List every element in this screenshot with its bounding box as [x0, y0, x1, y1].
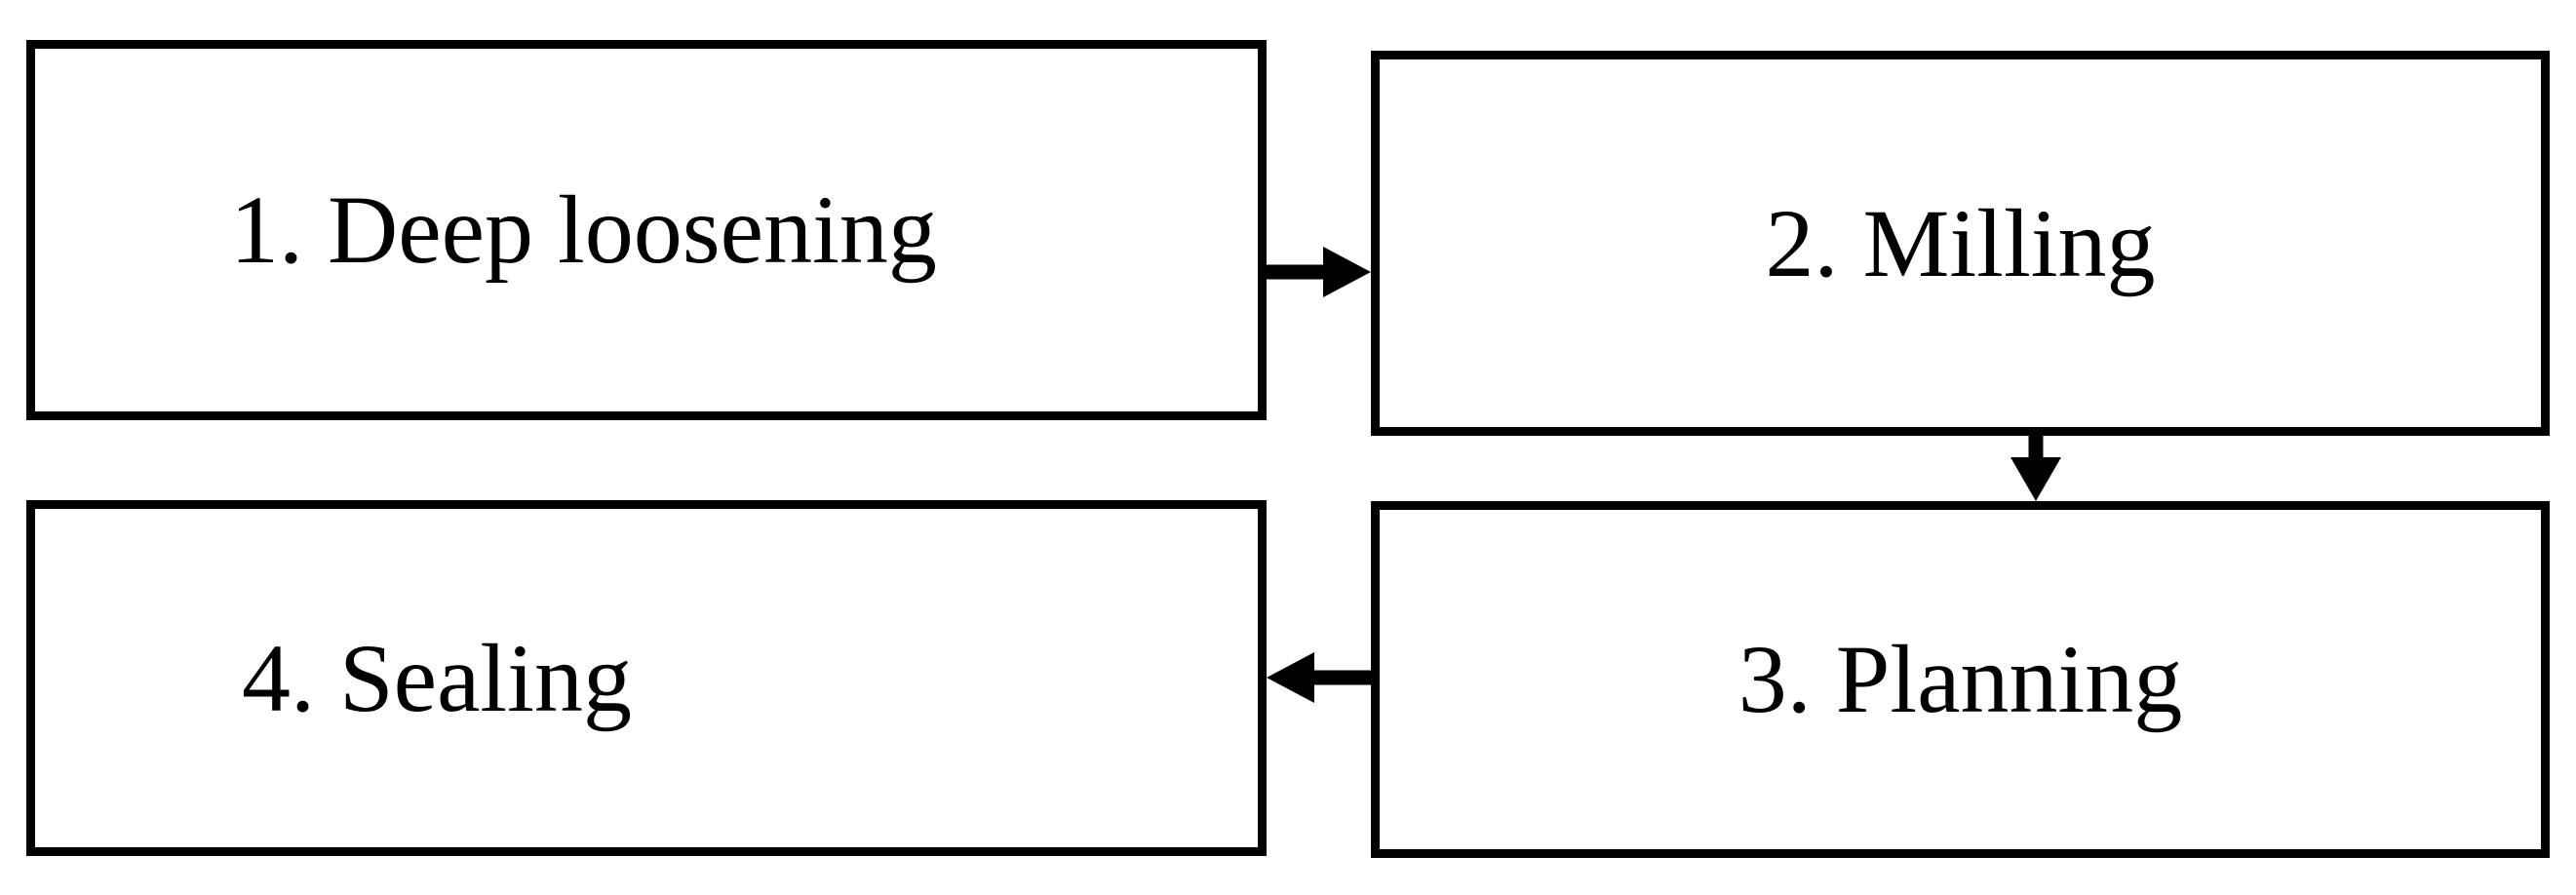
- node-milling-label: 2. Milling: [1765, 188, 2156, 297]
- node-sealing: 4. Sealing: [26, 500, 1267, 856]
- arrow-3-to-4: [1267, 648, 1371, 707]
- right-arrow-icon: [1267, 247, 1371, 297]
- down-arrow-icon: [2010, 436, 2061, 501]
- arrow-2-to-3: [2007, 436, 2065, 501]
- node-deep-loosening-label: 1. Deep loosening: [230, 175, 937, 284]
- node-deep-loosening: 1. Deep loosening: [26, 40, 1267, 420]
- node-planning-label: 3. Planning: [1737, 625, 2183, 733]
- left-arrow-icon: [1267, 652, 1371, 703]
- node-milling: 2. Milling: [1371, 51, 2550, 436]
- arrow-1-to-2: [1267, 243, 1371, 301]
- node-planning: 3. Planning: [1371, 501, 2550, 858]
- node-sealing-label: 4. Sealing: [242, 623, 632, 732]
